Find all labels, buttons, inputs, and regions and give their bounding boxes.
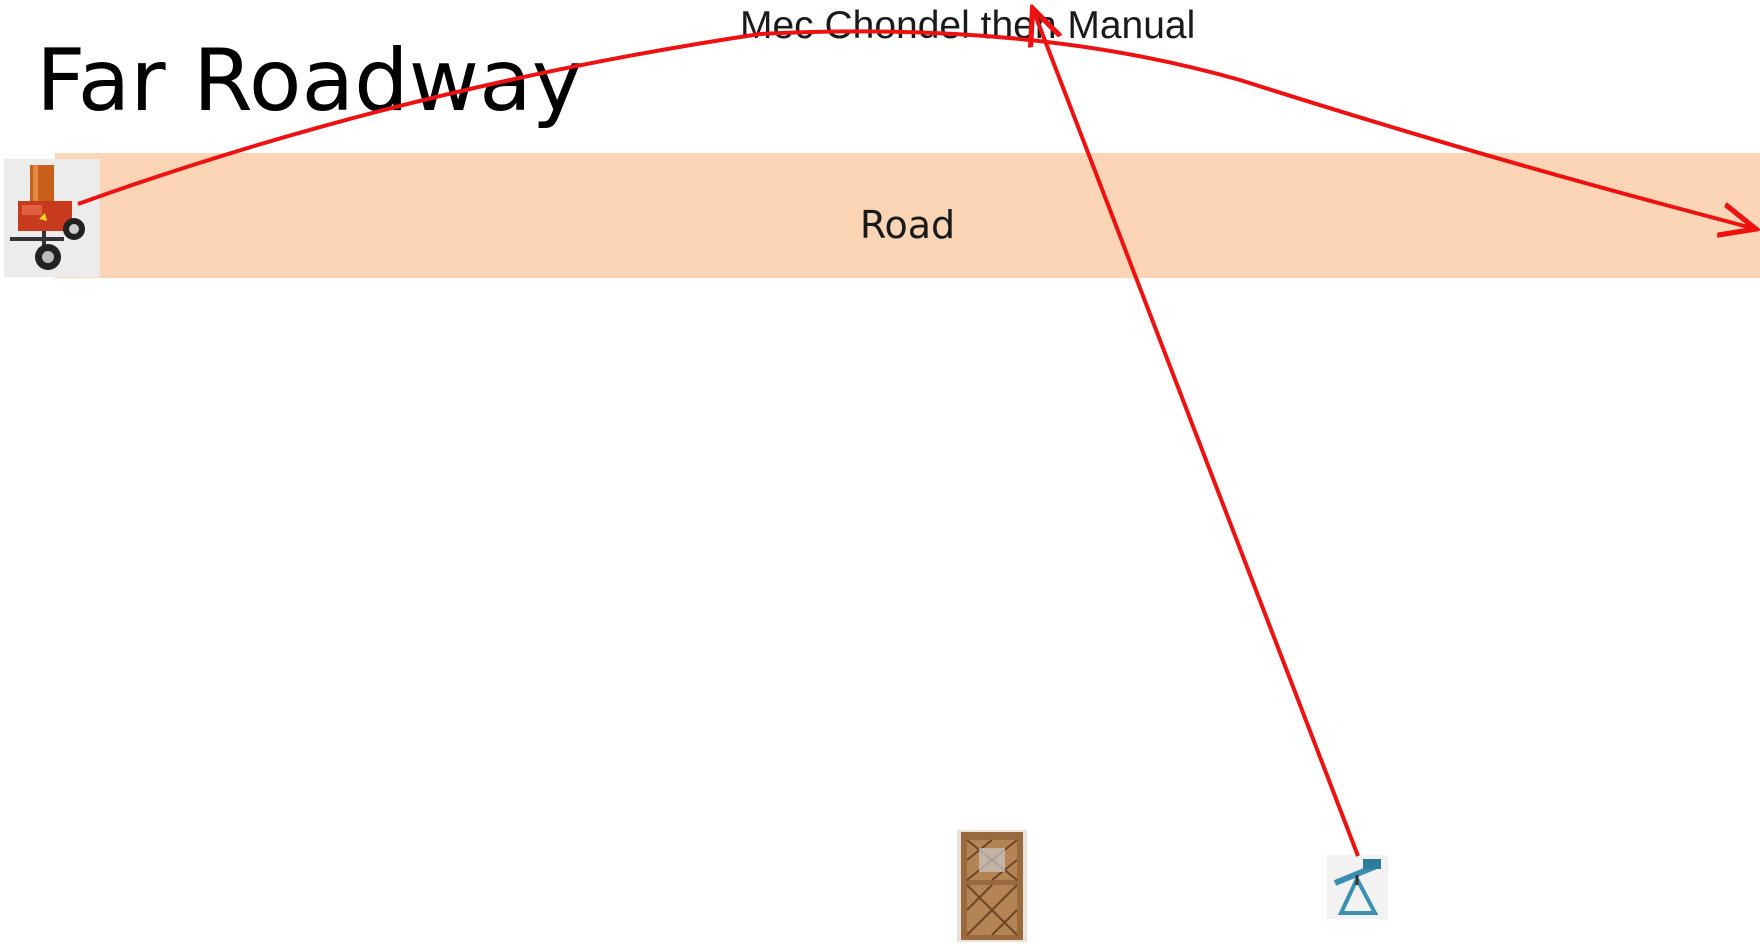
target-caption: Mec Chondel then Manual bbox=[740, 4, 1195, 48]
hand-trap-icon bbox=[1327, 855, 1388, 919]
road-label: Road bbox=[55, 203, 1760, 247]
slide-title: Far Roadway bbox=[36, 38, 583, 124]
target-path-hand-trap bbox=[1034, 12, 1358, 856]
road-band: Road bbox=[55, 153, 1760, 278]
trap-machine-icon bbox=[4, 159, 100, 277]
trap-house-icon bbox=[957, 830, 1027, 942]
